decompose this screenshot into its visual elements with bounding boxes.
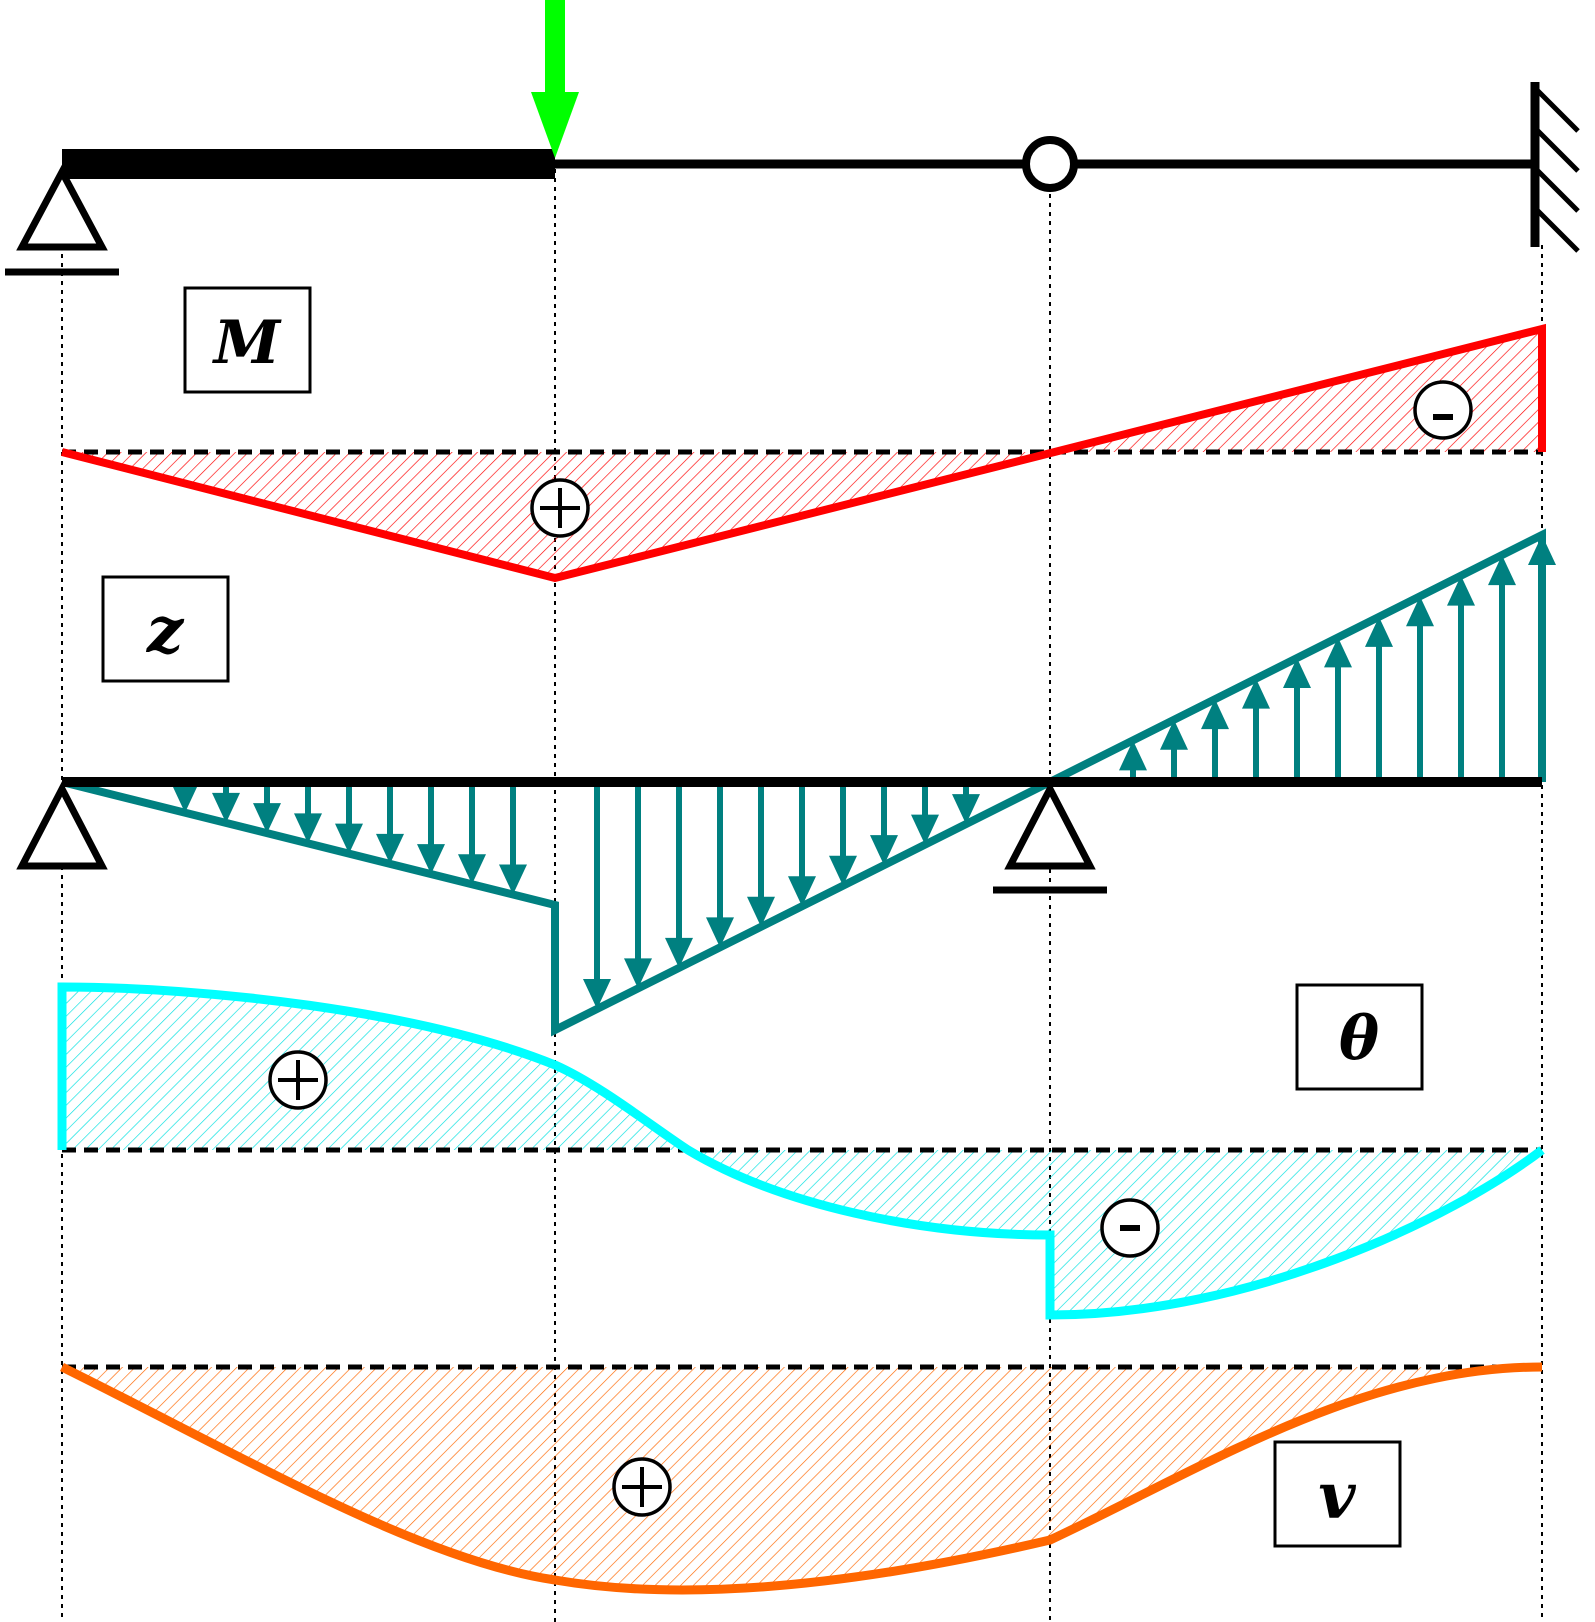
load-arrow-head-icon	[1160, 719, 1188, 750]
real-beam	[5, 0, 1580, 276]
load-arrow-head-icon	[212, 792, 240, 823]
load-arrow-head-icon	[870, 835, 898, 866]
deflection-curve	[60, 1362, 1543, 1595]
load-arrow-head-icon	[788, 876, 816, 907]
internal-hinge-icon	[1022, 136, 1078, 192]
fictitious-load-label-box: z	[101, 575, 230, 683]
slope-label-box: θ	[1295, 983, 1424, 1091]
load-arrow-head-icon	[171, 782, 199, 813]
load-arrow-head-icon	[1324, 637, 1352, 668]
load-arrow-head-icon	[665, 937, 693, 968]
moment-diagram: M	[61, 286, 1546, 583]
slope-diagram: θ	[57, 982, 1545, 1320]
load-arrow-head-icon	[1119, 740, 1147, 771]
slope-positive-area	[62, 987, 688, 1150]
moment-negative-sign-icon	[1413, 380, 1473, 440]
load-arrow-head-icon	[294, 813, 322, 844]
load-arrow-head-icon	[417, 844, 445, 875]
load-arrow-head-icon	[952, 794, 980, 825]
slope-label: θ	[1339, 1004, 1379, 1074]
deflection-area	[62, 1367, 1542, 1591]
load-arrow-head-icon	[911, 814, 939, 845]
conjugate-left-support-icon	[16, 781, 108, 870]
fictitious-load-outline	[61, 528, 1546, 1037]
load-arrow-head-icon	[1447, 575, 1475, 606]
slope-positive-sign-icon	[268, 1050, 328, 1110]
load-arrow-head-icon	[253, 803, 281, 834]
fictitious-load-diagram: z	[16, 528, 1556, 1037]
load-arrow-head-icon	[376, 833, 404, 864]
deflection-label-box: v	[1273, 1440, 1402, 1548]
load-arrow-head-icon	[458, 854, 486, 885]
deflection-diagram: v	[60, 1362, 1543, 1595]
moment-label-box: M	[183, 286, 312, 394]
moment-label: M	[212, 308, 282, 378]
deflection-positive-sign-icon	[612, 1457, 672, 1517]
deflection-label: v	[1318, 1459, 1356, 1534]
point-load-arrow-icon	[531, 0, 579, 158]
load-arrow-head-icon	[1283, 657, 1311, 688]
pin-support-icon	[16, 164, 108, 251]
load-arrow-head-icon	[583, 978, 611, 1009]
load-arrow-head-icon	[1242, 678, 1270, 709]
load-arrow-head-icon	[829, 855, 857, 886]
load-arrow-head-icon	[1201, 699, 1229, 730]
fictitious-load-label: z	[146, 593, 185, 668]
fixed-support-hatch-icon	[1533, 86, 1580, 253]
slope-negative-sign-icon	[1100, 1198, 1160, 1258]
load-arrow-head-icon	[1365, 616, 1393, 647]
moment-positive-sign-icon	[530, 478, 590, 538]
slope-curve	[57, 982, 1545, 1320]
load-arrow-head-icon	[1406, 596, 1434, 627]
conjugate-middle-support-icon	[1004, 781, 1096, 870]
load-arrow-head-icon	[335, 823, 363, 854]
load-arrow-head-icon	[499, 864, 527, 895]
moment-curve	[61, 323, 1546, 583]
load-arrow-head-icon	[706, 917, 734, 948]
load-arrow-head-icon	[747, 896, 775, 927]
load-arrow-head-icon	[1488, 555, 1516, 586]
load-arrow-head-icon	[624, 958, 652, 989]
fictitious-load-arrows	[171, 535, 1556, 1009]
